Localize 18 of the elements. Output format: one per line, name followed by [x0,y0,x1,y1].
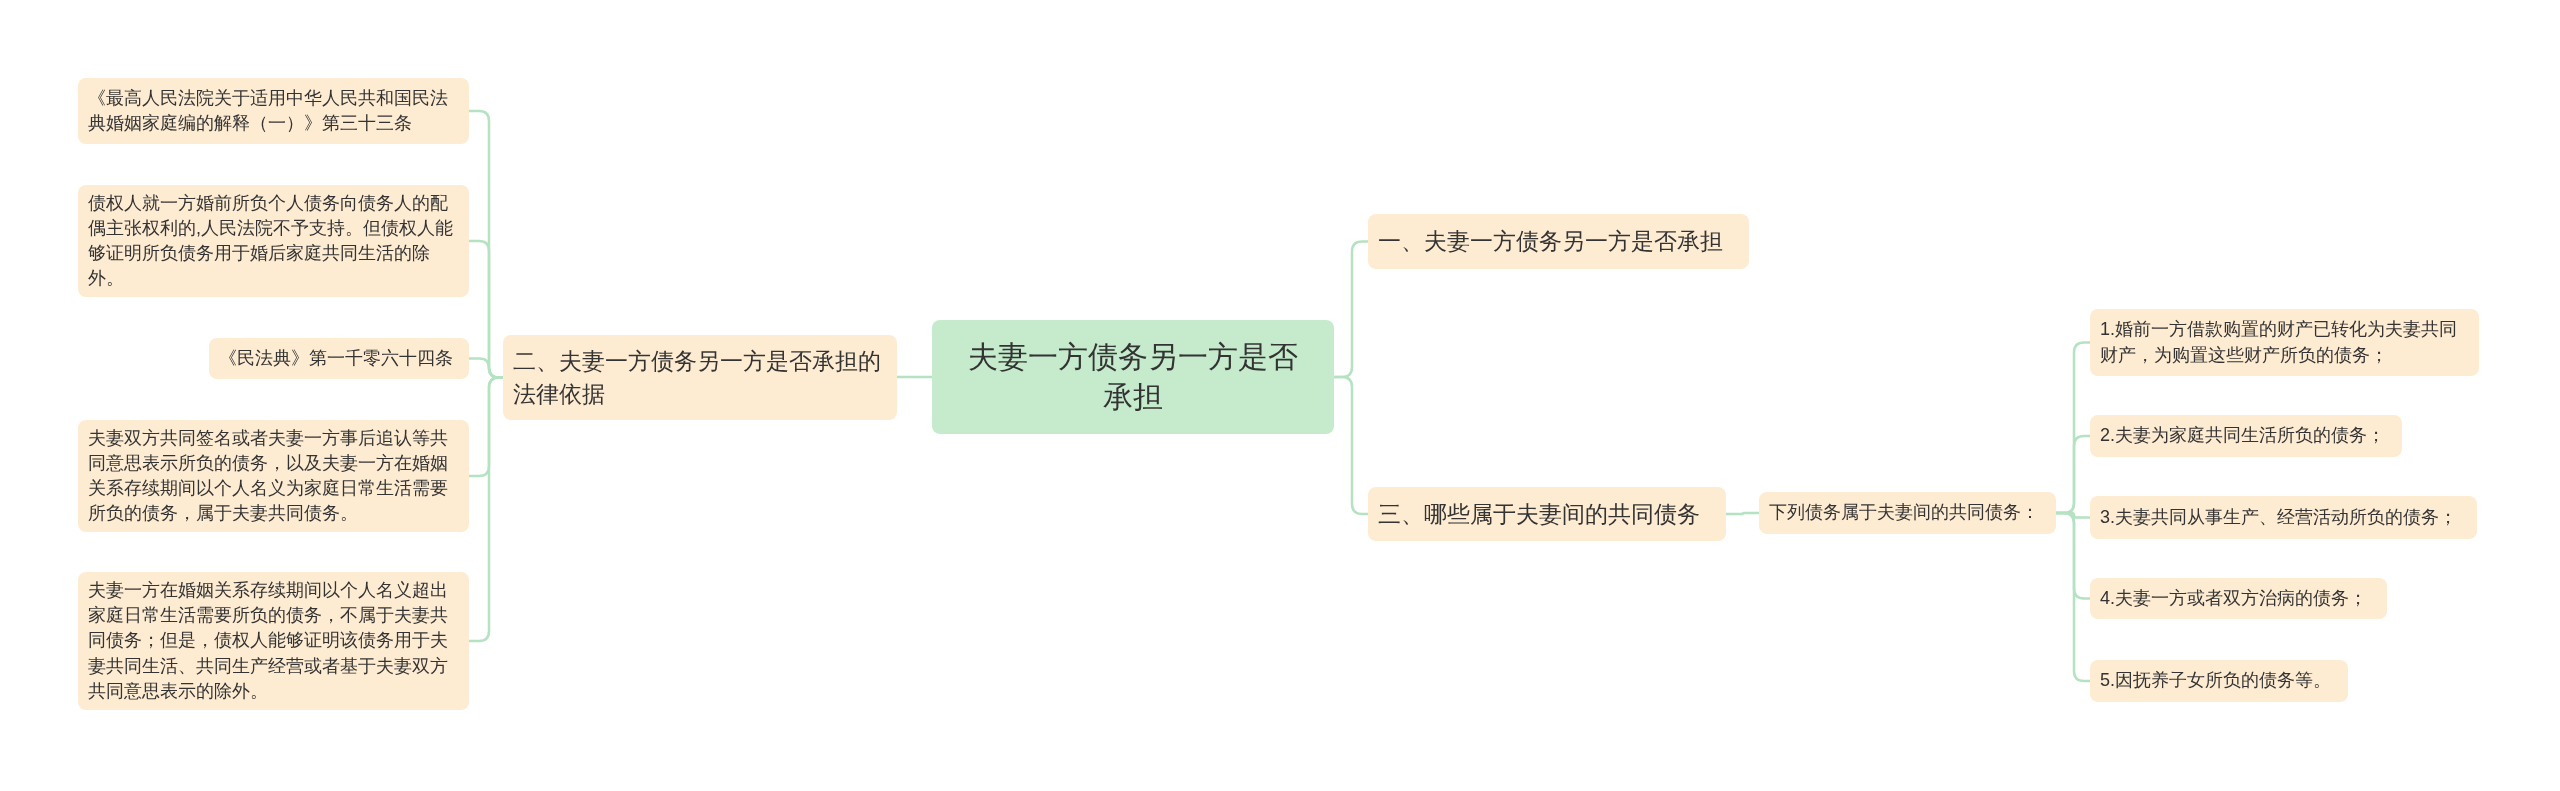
leaf-box: 3.夫妻共同从事生产、经营活动所负的债务； [2090,496,2477,539]
leaf-box: 《最高人民法院关于适用中华人民共和国民法典婚姻家庭编的解释（一）》第三十三条 [78,78,469,144]
leaf-box: 《民法典》第一千零六十四条 [209,338,469,379]
leaf-box: 2.夫妻为家庭共同生活所负的债务； [2090,415,2402,457]
root-topic-box: 夫妻一方债务另一方是否承担 [932,320,1334,434]
leaf-box: 债权人就一方婚前所负个人债务向债务人的配偶主张权利的,人民法院不予支持。但债权人能够证明所负债务用于婚后家庭共同生活的除外。 [78,185,469,297]
leaf-box: 夫妻一方在婚姻关系存续期间以个人名义超出家庭日常生活需要所负的债务，不属于夫妻共同债务；但是，债权人能够证明该债务用于夫妻共同生活、共同生产经营或者基于夫妻双方共同意思表示的除外。 [78,572,469,710]
topic-box: 一、夫妻一方债务另一方是否承担 [1368,214,1749,269]
leaf-box: 1.婚前一方借款购置的财产已转化为夫妻共同财产，为购置这些财产所负的债务； [2090,309,2479,376]
leaf-box: 夫妻双方共同签名或者夫妻一方事后追认等共同意思表示所负的债务，以及夫妻一方在婚姻关系存续期间以个人名义为家庭日常生活需要所负的债务，属于夫妻共同债务。 [78,420,469,532]
leaf-box: 4.夫妻一方或者双方治病的债务； [2090,578,2387,619]
topic-box: 二、夫妻一方债务另一方是否承担的法律依据 [503,335,897,420]
connector-line [1726,511,1759,516]
leaf-box: 下列债务属于夫妻间的共同债务： [1759,492,2056,534]
connector-line [469,376,503,643]
leaf-box: 5.因抚养子女所负的债务等。 [2090,660,2348,702]
connector-line [897,375,932,379]
topic-box: 三、哪些属于夫妻间的共同债务 [1368,487,1726,541]
